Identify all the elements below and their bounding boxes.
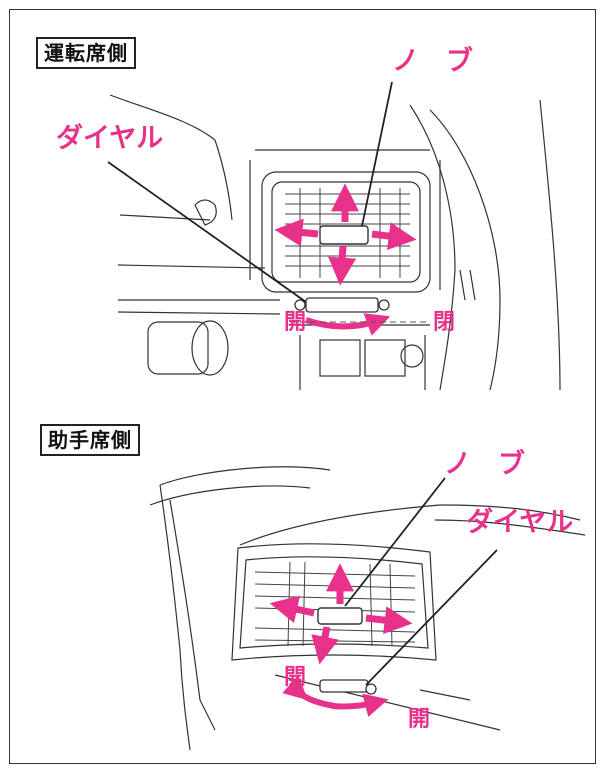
driver-left-cylinder [147, 320, 229, 376]
passenger-dial-label: ダイヤル [466, 507, 574, 538]
driver-knob-label: ノ ブ [392, 46, 473, 77]
passenger-vent-louvers [254, 561, 416, 647]
passenger-dashboard-lines [149, 466, 586, 751]
passenger-dial-arrow-right [331, 693, 389, 717]
driver-dial-arrow [305, 313, 391, 336]
passenger-open-label-left: 開 [284, 665, 307, 690]
passenger-dial-leader [365, 549, 498, 686]
driver-dial-leader [107, 161, 307, 303]
passenger-vent-housing [231, 543, 437, 661]
driver-knob-leader [361, 81, 393, 227]
passenger-knob-label: ノ ブ [444, 449, 525, 480]
driver-knob-direction-arrows [274, 183, 417, 286]
passenger-knob [317, 607, 363, 625]
driver-lower-switches [299, 335, 426, 390]
figure-frame [9, 9, 596, 764]
passenger-knob-direction-arrows [269, 563, 413, 665]
driver-section-title: 運転席側 [36, 37, 136, 69]
passenger-dial-arrow [282, 675, 336, 709]
driver-dial-label: ダイヤル [56, 123, 164, 154]
passenger-section-title: 助手席側 [40, 424, 140, 456]
driver-close-label: 閉 [433, 310, 456, 335]
passenger-dial-assembly [319, 679, 377, 695]
driver-dial-assembly [294, 297, 390, 313]
driver-open-label: 開 [284, 310, 307, 335]
passenger-knob-leader [344, 477, 446, 607]
passenger-open-label-right: 開 [408, 707, 431, 732]
driver-knob [319, 225, 369, 245]
